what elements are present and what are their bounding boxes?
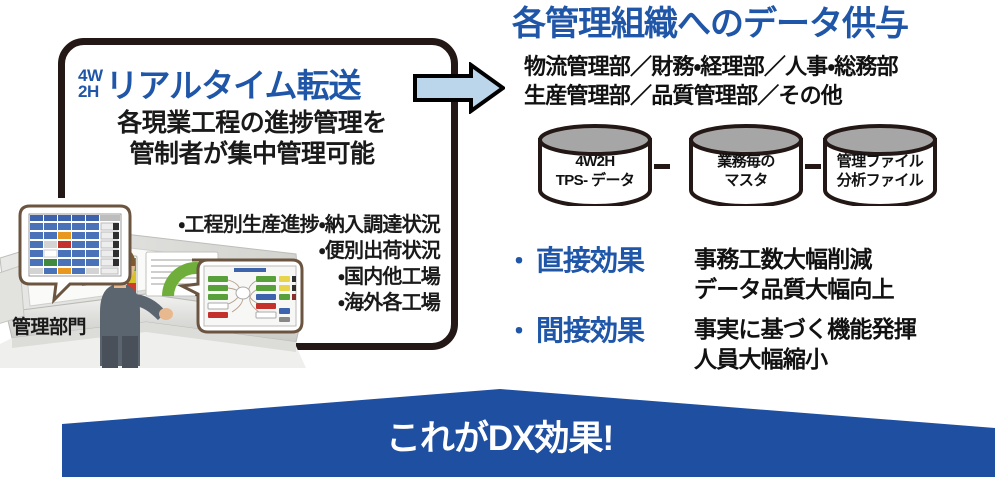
cylinder-label-line-2: 分析ファイル xyxy=(836,171,924,189)
database-cylinder: 業務毎の マスタ xyxy=(687,124,805,206)
effect-row: ・ 間接効果 事実に基づく機能発揮 人員大幅縮小 xyxy=(506,314,986,374)
subheadline-line-1: 各現業工程の進捗管理を xyxy=(117,109,387,137)
cylinder-label-line-2: マスタ xyxy=(724,171,768,189)
cylinder-label: 業務毎の マスタ xyxy=(687,124,805,206)
list-item: ・国内他工場 xyxy=(338,266,441,288)
subheadline: 各現業工程の進捗管理を 管制者が集中管理可能 xyxy=(72,108,432,170)
database-cylinder: 管理ファイル 分析ファイル xyxy=(821,124,939,206)
bullet-list: ・工程別生産進捗・納入調達状況 ・便別出荷状況 ・国内他工場 ・海外各工場 xyxy=(120,212,440,316)
database-cylinder: 4W2H TPS- データ xyxy=(536,124,654,206)
effect-name: 直接効果 xyxy=(536,245,645,276)
list-item: ・便別出荷状況 xyxy=(318,240,441,262)
effect-desc-line-1: 事実に基づく機能発揮 xyxy=(694,316,917,342)
cylinder-label: 管理ファイル 分析ファイル xyxy=(821,124,939,206)
organization-line-1: 物流管理部／財務・経理部／人事・総務部 xyxy=(524,54,899,79)
effect-row: ・ 直接効果 事務工数大幅削減 データ品質大幅向上 xyxy=(506,244,986,304)
effect-bullet: ・ xyxy=(506,316,533,346)
effect-desc-line-2: データ品質大幅向上 xyxy=(694,276,895,302)
right-arrow-icon xyxy=(413,61,507,115)
banner-title: これがDX効果! xyxy=(385,419,614,458)
effect-bullet: ・ xyxy=(506,246,533,276)
organization-line-2: 生産管理部／品質管理部／その他 xyxy=(524,83,843,108)
subheadline-line-2: 管制者が集中管理可能 xyxy=(129,140,375,168)
cylinder-label: 4W2H TPS- データ xyxy=(536,124,654,206)
page-title: 各管理組織へのデータ供与 xyxy=(512,5,909,43)
list-item: ・工程別生産進捗・納入調達状況 xyxy=(178,214,440,236)
cylinder-connector xyxy=(654,164,670,169)
cylinder-label-line-1: 業務毎の xyxy=(717,152,775,170)
headline-title: リアルタイム転送 xyxy=(105,67,362,104)
list-item: ・海外各工場 xyxy=(338,292,441,314)
effect-description: 事実に基づく機能発揮 人員大幅縮小 xyxy=(694,314,917,374)
database-cylinder-row: 4W2H TPS- データ 業務毎の マスタ 管理ファイル 分析ファイル xyxy=(536,124,956,210)
cylinder-connector xyxy=(805,164,821,169)
cylinder-label-line-2: TPS- データ xyxy=(555,171,635,189)
cylinder-label-line-1: 4W2H xyxy=(575,152,615,170)
four-w-two-h-badge: 4W 2H xyxy=(78,66,103,101)
effect-desc-line-1: 事務工数大幅削減 xyxy=(694,246,872,272)
bottom-banner xyxy=(0,388,999,477)
effect-desc-line-2: 人員大幅縮小 xyxy=(694,346,828,372)
effect-description: 事務工数大幅削減 データ品質大幅向上 xyxy=(694,244,895,304)
organization-list: 物流管理部／財務・経理部／人事・総務部 生産管理部／品質管理部／その他 xyxy=(524,52,899,110)
control-room-illustration xyxy=(0,196,306,368)
department-label: 管理部門 xyxy=(12,317,87,338)
effect-name: 間接効果 xyxy=(536,315,645,346)
effects-list: ・ 直接効果 事務工数大幅削減 データ品質大幅向上 ・ 間接効果 事実に基づく機… xyxy=(506,244,986,384)
headline-group: 4W 2H リアルタイム転送 xyxy=(78,52,438,104)
cylinder-label-line-1: 管理ファイル xyxy=(836,152,924,170)
